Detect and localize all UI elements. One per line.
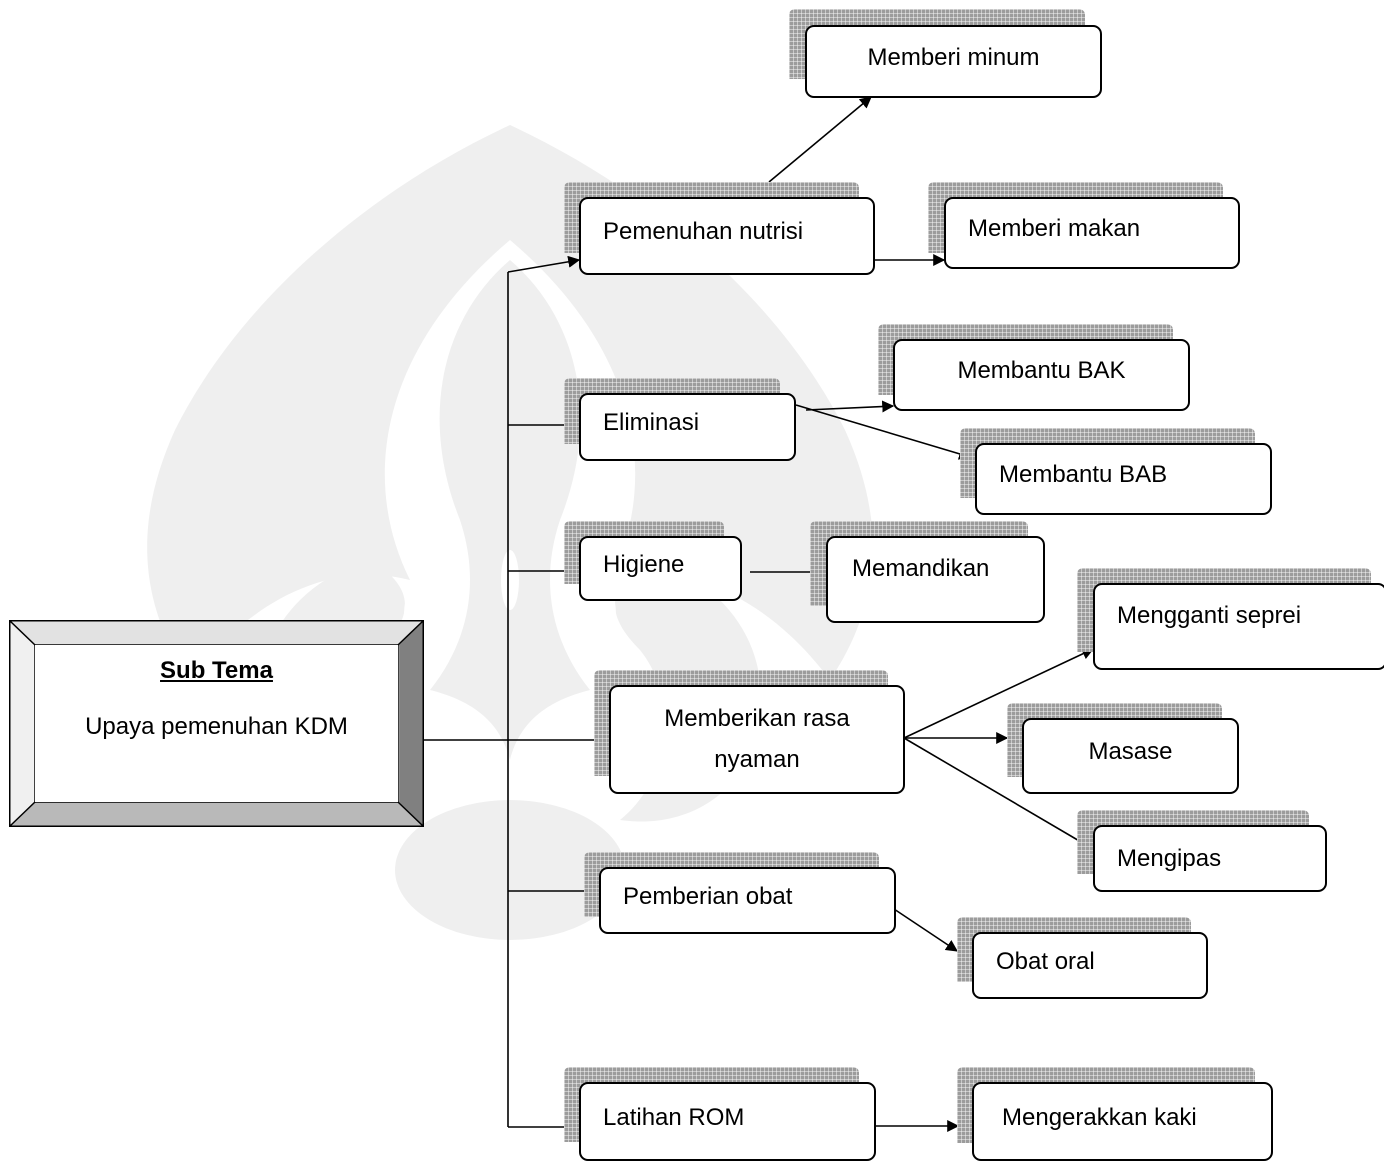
root-title: Sub Tema [160,657,273,684]
node-membantu-bab: Membantu BAB [975,443,1272,515]
root-node: Sub Tema Upaya pemenuhan KDM [9,620,424,827]
node-memberi-minum: Memberi minum [805,25,1102,98]
node-label: Eliminasi [603,409,700,437]
node-label: Memberi makan [968,215,1141,243]
eliminasi-to-bak-arrow [805,400,895,413]
node-label: Membantu BAB [999,461,1168,489]
node-mengerakkan-kaki: Mengerakkan kaki [972,1082,1273,1161]
node-obat-oral: Obat oral [972,932,1208,999]
node-pemenuhan-nutrisi: Pemenuhan nutrisi [579,197,875,275]
node-memberi-makan: Memberi makan [944,197,1240,269]
node-mengipas: Mengipas [1093,825,1327,892]
nyaman-to-seprei-arrow [903,648,1095,739]
bevel-left [9,620,34,827]
node-mengganti-seprei: Mengganti seprei [1093,583,1384,670]
node-label: Higiene [603,550,685,578]
obat-to-oral-arrow [893,908,958,952]
nutrisi-to-minum-arrow [768,96,872,183]
nyaman-to-mengipas-arrow [903,737,1095,850]
node-label: Memberi minum [867,43,1040,71]
node-pemberian-obat: Pemberian obat [599,867,896,934]
node-label: Membantu BAK [957,357,1126,385]
node-membantu-bak: Membantu BAK [893,339,1190,411]
node-label: Pemberian obat [623,882,793,910]
node-label: Memandikan [852,554,990,582]
node-label: Obat oral [996,947,1095,975]
node-label: Pemenuhan nutrisi [603,218,804,246]
root-subtitle: Upaya pemenuhan KDM [85,713,348,740]
node-eliminasi: Eliminasi [579,393,796,461]
node-label: Mengganti seprei [1117,601,1302,629]
node-memandikan: Memandikan [826,536,1045,623]
bevel-right [399,620,424,827]
node-latihan-rom: Latihan ROM [579,1082,876,1161]
trunk-to-nutrisi-arrow [507,255,581,273]
node-label: Masase [1088,738,1173,766]
node-memberikan-rasa-nyaman: Memberikan rasa nyaman [609,685,905,794]
node-label: Latihan ROM [603,1103,745,1131]
node-label: Memberikan rasa nyaman [664,704,850,773]
root-node-inner: Sub Tema Upaya pemenuhan KDM [35,645,398,802]
node-masase: Masase [1022,718,1239,794]
node-higiene: Higiene [579,536,742,601]
bevel-bottom [9,802,424,827]
eliminasi-to-bab-arrow [795,404,972,460]
node-label: Mengerakkan kaki [1002,1103,1197,1131]
bevel-top [9,620,424,645]
node-label: Mengipas [1117,844,1222,872]
